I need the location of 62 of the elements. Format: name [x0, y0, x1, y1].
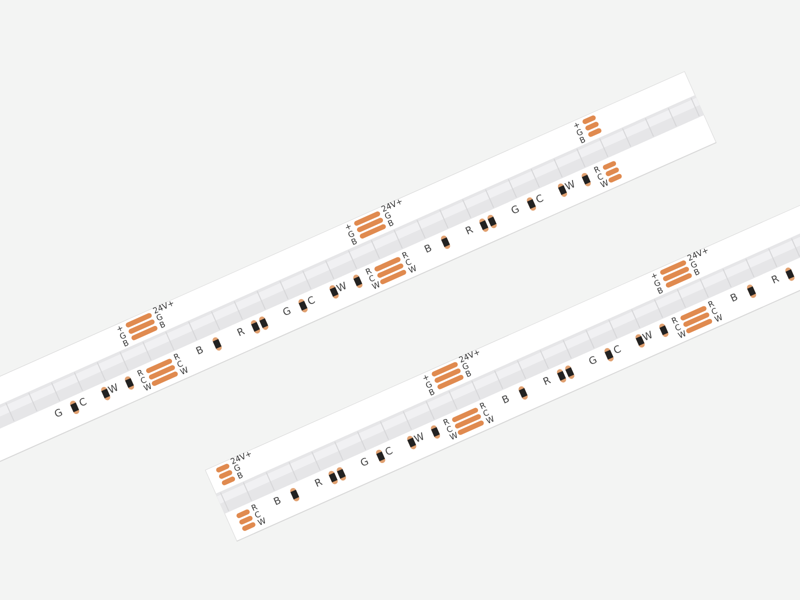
pad-label: R [364, 266, 373, 276]
pad-label: W [714, 314, 724, 324]
channel-label: R [542, 376, 553, 388]
channel-label: G [281, 306, 293, 318]
pad-label: R [400, 250, 410, 260]
pad-label: W [407, 264, 418, 275]
pad-label: G [461, 362, 470, 372]
pad-label: G [154, 312, 164, 323]
pad-label: + [115, 324, 124, 334]
pad-label: W [677, 330, 688, 340]
channel-label: C [384, 446, 395, 458]
pad-label: B [158, 320, 166, 330]
pad-label: G [575, 128, 584, 138]
pad-label: G [118, 331, 128, 342]
pad-label: W [448, 432, 460, 442]
channel-label: R [770, 274, 781, 286]
pad-label: B [236, 471, 244, 481]
channel-label: G [588, 356, 599, 368]
channel-label: R [236, 326, 246, 339]
pad-label: + [572, 120, 582, 130]
pad-label: B [386, 218, 395, 228]
pad-label: R [442, 418, 451, 428]
channel-label: W [564, 180, 577, 193]
channel-label: R [464, 225, 475, 238]
channel-label: C [534, 194, 545, 206]
channel-label: B [194, 345, 206, 358]
pad-label: R [592, 165, 602, 175]
channel-label: G [53, 408, 64, 420]
pad-label: B [428, 388, 436, 398]
channel-label: W [413, 432, 426, 446]
pad-label: B [656, 286, 665, 296]
pad-label: R [136, 368, 144, 378]
channel-label: B [501, 394, 512, 406]
channel-label: W [642, 330, 655, 344]
channel-label: B [423, 243, 434, 256]
channel-label: B [272, 496, 283, 508]
channel-label: R [314, 478, 324, 490]
pad-label: 24V+ [686, 246, 710, 263]
pad-label: B [692, 268, 702, 278]
channel-label: B [729, 292, 740, 305]
pad-label: G [653, 278, 662, 289]
pad-label: B [464, 370, 473, 380]
pad-label: G [690, 260, 699, 270]
pad-label: B [578, 136, 587, 146]
channel-label: G [359, 457, 371, 470]
pad-label: 24V+ [380, 197, 404, 214]
channel-label: G [510, 204, 521, 217]
channel-label: C [612, 344, 623, 357]
pad-label: W [256, 517, 268, 528]
pad-label: G [346, 230, 356, 240]
channel-label: W [335, 281, 348, 294]
pad-label: R [172, 352, 181, 362]
pad-label: G [232, 464, 242, 474]
pad-label: B [122, 338, 130, 348]
pad-label: W [485, 415, 496, 426]
channel-label: W [106, 383, 120, 396]
pad-label: G [424, 380, 434, 390]
pad-label: 24V+ [152, 298, 176, 316]
channel-label: C [78, 397, 88, 410]
pad-label: G [383, 211, 392, 221]
pad-label: B [350, 237, 358, 247]
channel-label: C [306, 296, 317, 308]
